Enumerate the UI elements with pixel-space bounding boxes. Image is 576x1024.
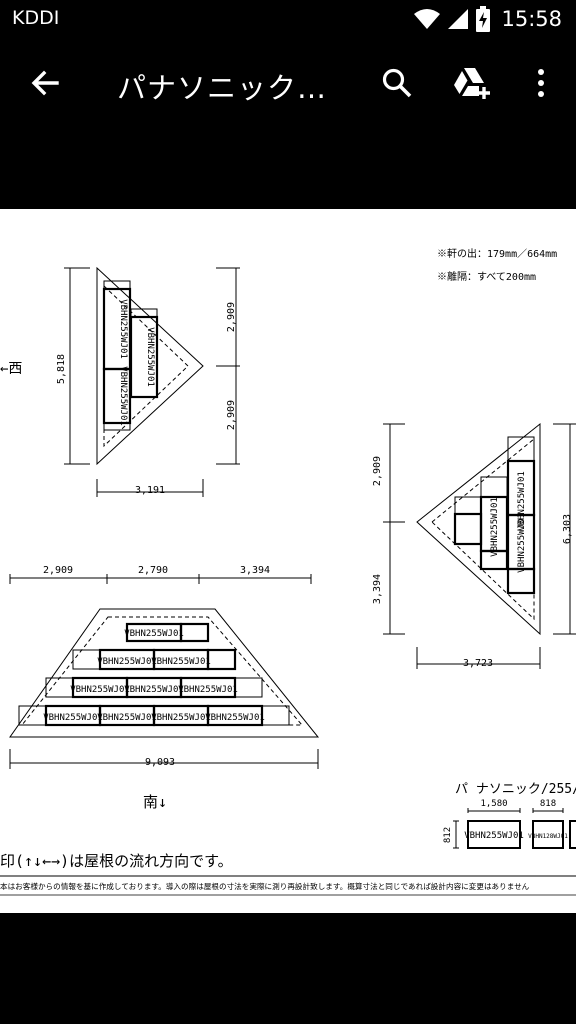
add-to-drive-button[interactable] (449, 60, 495, 106)
roof-layout-drawing: ※軒の出：179mm／664mm ※離隔：すべて200mm ←西 5,818 2… (0, 247, 576, 896)
east-upper-dim: 2,909 (372, 456, 383, 486)
search-icon (382, 68, 412, 98)
east-lower-dim: 3,394 (372, 574, 383, 604)
south-top-dim-3: 3,394 (240, 565, 270, 576)
panel-legend: パ ナソニック/255/1 1,580 818 VBHN255WJ01 VBHN… (443, 782, 576, 849)
south-top-dim-1: 2,909 (43, 565, 73, 576)
status-icons: 15:58 (413, 5, 562, 33)
add-to-drive-icon (454, 68, 490, 99)
south-panel-label: VBHN255WJ01 (205, 713, 265, 723)
east-width-dim: 3,723 (463, 658, 493, 669)
west-lower-dim: 2,909 (226, 400, 237, 430)
east-roof (383, 422, 576, 669)
bottom-blank-area (0, 913, 576, 1024)
flow-direction-note: 印(↑↓←→)は屋根の流れ方向です。 (0, 852, 233, 870)
south-panel-label: VBHN255WJ01 (97, 657, 157, 667)
wifi-icon (414, 9, 441, 29)
legend-width-small: 818 (540, 799, 556, 809)
west-panel-label: VBHN255WJ01 (118, 299, 128, 359)
east-panel-label: VBHN255WJ01 (490, 497, 500, 557)
south-panel-label: VBHN255WJ01 (151, 713, 211, 723)
clock: 15:58 (501, 7, 562, 31)
legend-small-panel: VBHN128WJ01 (528, 833, 568, 840)
cell-signal-icon (448, 9, 469, 29)
west-panel-label: VBHN255WJ01 (145, 327, 155, 387)
south-direction-label: 南↓ (143, 793, 167, 811)
status-bar: KDDI 15:58 (0, 0, 576, 38)
legend-large-panel: VBHN255WJ01 (464, 831, 524, 841)
south-roof (9, 574, 320, 769)
more-vert-icon (538, 69, 544, 97)
eaves-note: ※軒の出：179mm／664mm (437, 247, 557, 260)
south-panel-label: VBHN255WJ01 (124, 629, 184, 639)
south-top-dim-2: 2,790 (138, 565, 168, 576)
west-height-dim: 5,818 (56, 354, 67, 384)
document-page[interactable]: ※軒の出：179mm／664mm ※離隔：すべて200mm ←西 5,818 2… (0, 209, 576, 913)
south-panel-label: VBHN255WJ01 (70, 685, 130, 695)
spacing-note: ※離隔：すべて200mm (437, 270, 536, 283)
west-roof (64, 266, 240, 497)
legend-title: パ ナソニック/255/1 (455, 782, 576, 797)
south-panel-label: VBHN255WJ01 (97, 713, 157, 723)
south-panel-label: VBHN255WJ01 (124, 685, 184, 695)
legend-depth: 812 (443, 827, 453, 843)
west-width-dim: 3,191 (135, 485, 165, 496)
disclaimer-footnote: 本はお客様からの情報を基に作成しております。導入の際は屋根の寸法を実際に測り再設… (0, 881, 530, 891)
south-panel-label: VBHN255WJ01 (43, 713, 103, 723)
more-options-button[interactable] (518, 60, 564, 106)
back-button[interactable] (22, 60, 68, 106)
south-width-dim: 9,093 (145, 757, 175, 768)
arrow-back-icon (31, 70, 59, 96)
carrier-name: KDDI (12, 7, 60, 29)
battery-charging-icon (476, 6, 491, 32)
east-panel-label: VBHN255WJ01 (517, 471, 527, 531)
east-height-dim: 6,303 (562, 514, 573, 544)
search-button[interactable] (374, 60, 420, 106)
document-title: パナソニック… (117, 71, 328, 105)
east-panel-label: VBHN255WJ01 (517, 513, 527, 573)
legend-width-large: 1,580 (480, 799, 507, 809)
west-upper-dim: 2,909 (226, 302, 237, 332)
west-panel-label: VBHN255WJ01 (118, 366, 128, 426)
south-panel-label: VBHN255WJ01 (178, 685, 238, 695)
west-direction-label: ←西 (0, 361, 22, 377)
app-bar: パナソニック… (0, 38, 576, 128)
south-panel-label: VBHN255WJ01 (151, 657, 211, 667)
